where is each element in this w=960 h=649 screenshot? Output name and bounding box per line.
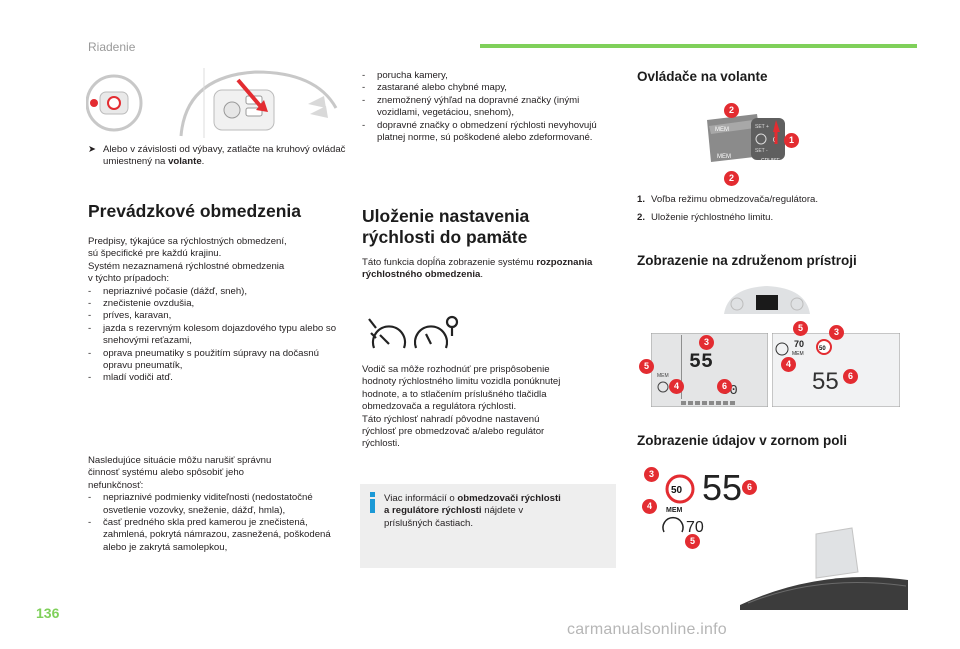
hud-limit: 70 [686, 519, 704, 536]
callout-badge: 5 [793, 321, 808, 336]
intro-text: Táto funkcia dopĺňa zobrazenie systému [362, 257, 537, 268]
legend-item: 2.Uloženie rýchlostného limitu. [637, 212, 774, 224]
info-bold: a regulátore rýchlosti [384, 505, 482, 517]
text-line: Táto rýchlosť nahradí pôvodne nastavenú [362, 413, 540, 425]
memorise-intro: Táto funkcia dopĺňa zobrazenie systému r… [362, 257, 614, 282]
callout-badge: 5 [685, 534, 700, 549]
text-line: činnosť systému alebo spôsobiť jeho [88, 467, 244, 479]
svg-text:MEM: MEM [666, 507, 683, 514]
cluster-right-limit: 70 [794, 339, 804, 349]
svg-text:MEM: MEM [657, 373, 669, 379]
heading-line: rýchlosti do pamäte [362, 227, 528, 247]
text-line: hodnoty rýchlostného limitu vozidla ponú… [362, 376, 561, 388]
watermark: carmanualsonline.info [567, 621, 727, 638]
malfunction-paragraph: Nasledujúce situácie môžu narušiť správn… [88, 455, 338, 554]
intro-end: . [480, 269, 484, 281]
list-item: -nepriaznivé počasie (dážď, sneh), [88, 285, 248, 297]
callout-badge: 1 [784, 133, 799, 148]
svg-text:SET -: SET - [755, 148, 768, 154]
arrow-right-icon: ➤ [88, 144, 97, 155]
camera-issues-list: -porucha kamery, -zastarané alebo chybné… [362, 70, 612, 144]
text-line: obmedzovača a regulátora rýchlosti. [362, 401, 517, 413]
stalk-mem-bottom: MEM [717, 154, 731, 160]
head-up-display-illustration: 50 55 MEM 70 [662, 467, 908, 610]
info-box [360, 484, 616, 568]
info-prefix: Viac informácií o [384, 493, 458, 504]
steering-wheel-illustration [86, 68, 342, 138]
callout-badge: 2 [724, 103, 739, 118]
list-item: -nepriaznivé podmienky viditeľnosti (ned… [88, 492, 313, 516]
cluster-right-speed: 55 [812, 368, 839, 395]
heading-steering-controls: Ovládače na volante [637, 69, 768, 84]
text-line: nefunkčnosť: [88, 479, 144, 491]
list-item: -znečistenie ovzdušia, [88, 298, 195, 310]
instrument-cluster-thumbnail [724, 286, 810, 314]
list-item: -jazda s rezervným kolesom dojazdového t… [88, 322, 337, 347]
speed-set-icon [413, 315, 459, 349]
svg-text:CRUISE: CRUISE [761, 158, 781, 164]
heading-operating-limits: Prevádzkové obmedzenia [88, 201, 301, 221]
list-item: -príves, karavan, [88, 310, 172, 322]
callout-badge: 4 [781, 357, 796, 372]
list-item: -znemožnený výhľad na dopravné značky (i… [362, 94, 580, 119]
svg-text:MEM: MEM [792, 351, 804, 357]
callout-badge: 6 [843, 369, 858, 384]
svg-text:SET +: SET + [755, 124, 769, 130]
cluster-left-speed: 55 [689, 351, 713, 374]
text-line: Systém nezaznamená rýchlostné obmedzenia [88, 260, 285, 272]
list-item: -oprava pneumatiky s použitím súpravy na… [88, 347, 319, 372]
text-line: rýchlosť pre obmedzovač a/alebo reguláto… [362, 426, 545, 438]
hud-sign: 50 [671, 485, 683, 496]
info-bold: obmedzovači rýchlosti [457, 493, 561, 504]
list-item: -porucha kamery, [362, 70, 448, 81]
note-end: . [201, 156, 205, 168]
callout-badge: 4 [642, 499, 657, 514]
header-accent-bar [480, 44, 917, 48]
callout-badge: 3 [644, 467, 659, 482]
text-line: rýchlosti. [362, 438, 400, 450]
callout-badge: 2 [724, 171, 739, 186]
memorise-paragraph: Vodič sa môže rozhodnúť pre prispôsobeni… [362, 364, 616, 451]
stalk-mem-top: MEM [715, 127, 729, 133]
text-line: hodnote, a to stlačením príslušného tlač… [362, 388, 547, 400]
heading-instrument-panel: Zobrazenie na združenom prístroji [637, 253, 857, 268]
section-label: Riadenie [88, 40, 136, 54]
note-text: Alebo v závislosti od výbavy, zatlačte n… [103, 144, 346, 168]
stalk-legend: 1.Voľba režimu obmedzovača/regulátora. 2… [637, 194, 907, 225]
text-line: Vodič sa môže rozhodnúť pre prispôsobeni… [362, 364, 550, 375]
wheel-control-note: ➤ Alebo v závislosti od výbavy, zatlačte… [88, 144, 353, 169]
info-icon [369, 492, 379, 514]
text-line: Predpisy, týkajúce sa rýchlostných obmed… [88, 236, 287, 247]
legend-item: 1.Voľba režimu obmedzovača/regulátora. [637, 194, 819, 205]
heading-memorise-speed: Uloženie nastavenia rýchlosti do pamäte [362, 206, 529, 248]
cluster-right-sign: 50 [819, 346, 826, 352]
page-number: 136 [36, 605, 60, 621]
info-text: Viac informácií o obmedzovači rýchlosti … [384, 493, 612, 530]
list-item: -mladí vodiči atď. [88, 372, 173, 384]
callout-badge: 3 [829, 325, 844, 340]
note-bold: volante [168, 156, 202, 168]
speed-limiter-icon [368, 318, 407, 349]
heading-head-up-display: Zobrazenie údajov v zornom poli [637, 433, 848, 448]
callout-badge: 6 [742, 480, 757, 495]
callout-badge: 5 [639, 359, 654, 374]
hud-speed: 55 [702, 467, 742, 508]
list-item: -časť predného skla pred kamerou je zneč… [88, 517, 331, 553]
callout-badge: 3 [699, 335, 714, 350]
text-line: Nasledujúce situácie môžu narušiť správn… [88, 455, 272, 466]
intro-bold: rozpoznania rýchlostného obmedzenia [362, 257, 593, 281]
list-item: -zastarané alebo chybné mapy, [362, 82, 507, 94]
text-line: v týchto prípadoch: [88, 273, 170, 285]
callout-badge: 4 [669, 379, 684, 394]
cruise-stalk-illustration: MEM MEM SET + SET - 0 CRUISE [707, 114, 785, 164]
callout-badge: 6 [717, 379, 732, 394]
text-line: sú špecifické pre každú krajinu. [88, 248, 222, 260]
limits-paragraph: Predpisy, týkajúce sa rýchlostných obmed… [88, 236, 346, 385]
list-item: -dopravné značky o obmedzení rýchlosti n… [362, 119, 597, 144]
speed-memory-icons [368, 315, 459, 349]
info-rest: nájdete v [481, 505, 524, 517]
info-rest: príslušných častiach. [384, 517, 474, 529]
heading-line: Uloženie nastavenia [362, 206, 530, 226]
